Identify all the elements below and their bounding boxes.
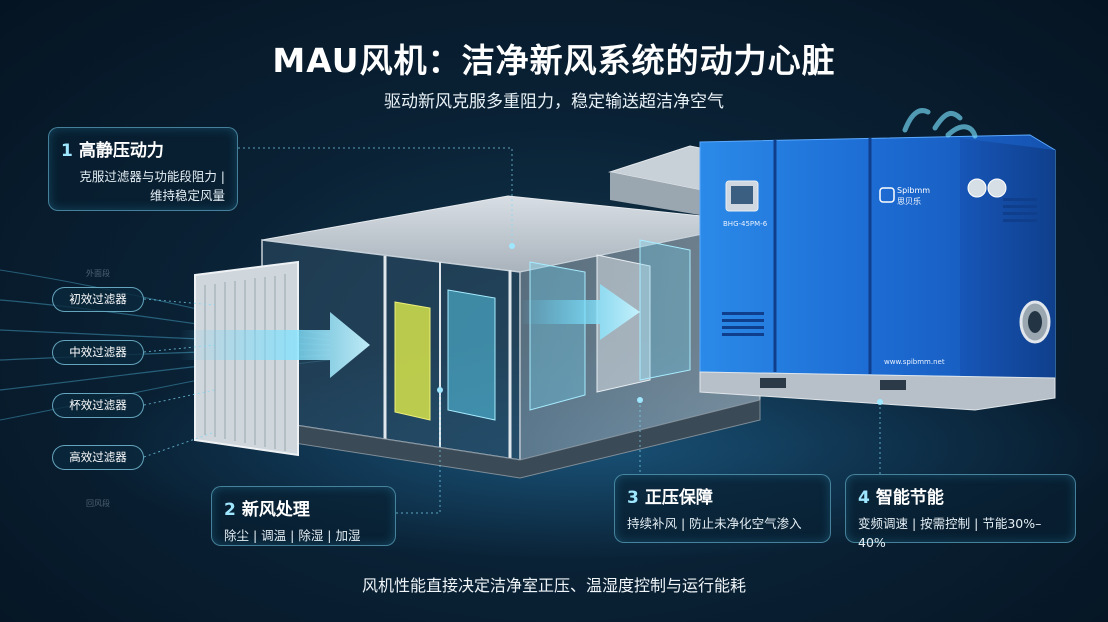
callout-title: 正压保障 — [644, 488, 713, 508]
callout-title: 智能节能 — [875, 488, 944, 508]
fan-brand-cn: 思贝乐 — [897, 196, 921, 206]
callout-number: 3 — [627, 488, 639, 508]
callout-title: 新风处理 — [241, 500, 310, 520]
filter-label-bag: 杯效过滤器 — [52, 393, 144, 418]
airflow-arrows — [180, 284, 640, 378]
callout-desc: 变频调速 | 按需控制 | 节能30%–40% — [858, 516, 1042, 550]
brand-logo-icon — [879, 187, 895, 203]
filter-label-primary: 初效过滤器 — [52, 287, 144, 312]
callout-desc: 除尘 | 调温 | 除湿 | 加湿 — [224, 528, 361, 543]
ahu-housing — [194, 145, 762, 479]
callout-dots — [437, 243, 883, 405]
callout-title: 高静压动力 — [78, 141, 164, 161]
filter-label-medium: 中效过滤器 — [52, 340, 144, 365]
fan-brand: Spibmm — [897, 186, 930, 195]
callout-number: 1 — [61, 141, 73, 161]
callout-desc: 持续补风 | 防止未净化空气渗入 — [627, 516, 802, 531]
faint-label-top: 外面段 — [86, 269, 110, 278]
callout-desc-line1: 克服过滤器与功能段阻力 | — [79, 169, 225, 184]
page-title: MAU风机：洁净新风系统的动力心脏 — [272, 41, 836, 80]
fan-model: BHG-45PM-6 — [723, 220, 768, 228]
mau-fan-unit: Spibmm 思贝乐 BHG-45PM-6 www.spibmm.net — [699, 134, 1056, 411]
filter-label-hepa: 高效过滤器 — [52, 445, 144, 470]
callout-lines — [143, 147, 881, 514]
decorative-pipes — [902, 108, 978, 139]
page-subtitle: 驱动新风克服多重阻力，稳定输送超洁净空气 — [384, 92, 724, 112]
callout-desc-line2: 维持稳定风量 — [149, 188, 225, 203]
footer-caption: 风机性能直接决定洁净室正压、温湿度控制与运行能耗 — [361, 576, 746, 595]
callout-number: 4 — [858, 488, 870, 508]
callout-number: 2 — [224, 500, 236, 520]
fan-website: www.spibmm.net — [884, 358, 945, 366]
faint-label-bottom: 回风段 — [86, 499, 110, 508]
